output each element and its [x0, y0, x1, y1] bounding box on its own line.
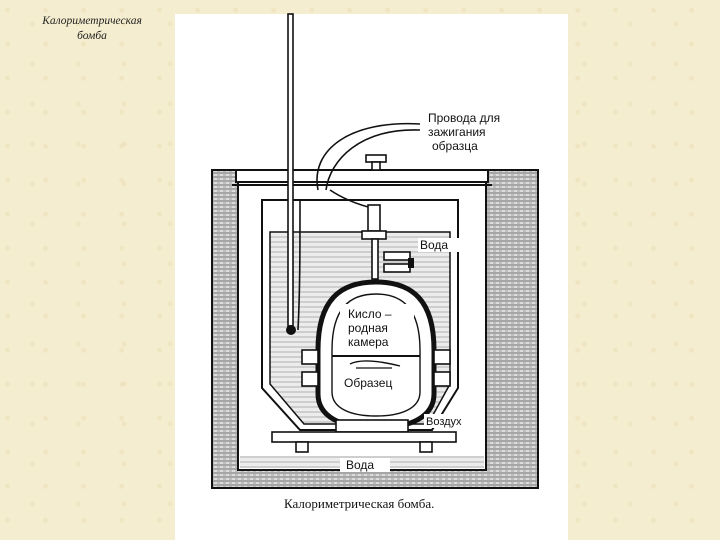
vessel-lid	[235, 169, 489, 183]
air-label-bg	[424, 414, 476, 428]
thermometer	[286, 13, 296, 335]
ignition-wires	[297, 122, 421, 331]
wires-label-line2: зажигания	[428, 125, 486, 139]
slide-caption: Калориметрическая бомба	[18, 14, 166, 44]
water-label-top: Вода	[420, 238, 448, 252]
air-label: Воздух	[426, 416, 462, 428]
sample-label-bg	[340, 374, 412, 390]
water-label-top-bg	[418, 238, 462, 252]
wires-label-line3: образца	[432, 139, 478, 153]
valve-assembly	[361, 204, 414, 280]
bomb-stand	[271, 419, 457, 453]
sample-label: Образец	[344, 376, 392, 390]
figure-caption: Калориметрическая бомба.	[284, 496, 434, 511]
slide-caption-line2: бомба	[77, 30, 107, 42]
chamber-label-line3: камера	[348, 335, 389, 349]
chamber-label-bg	[340, 304, 414, 354]
chamber-label-line2: родная	[348, 321, 388, 335]
slide-caption-line1: Калориметрическая	[42, 15, 142, 27]
chamber-label-line1: Кисло –	[348, 307, 392, 321]
water-label-bottom: Вода	[346, 458, 374, 472]
lid-knob	[365, 154, 387, 171]
wires-label-line1: Провода для	[428, 111, 500, 125]
water-label-bottom-bg	[340, 458, 390, 472]
